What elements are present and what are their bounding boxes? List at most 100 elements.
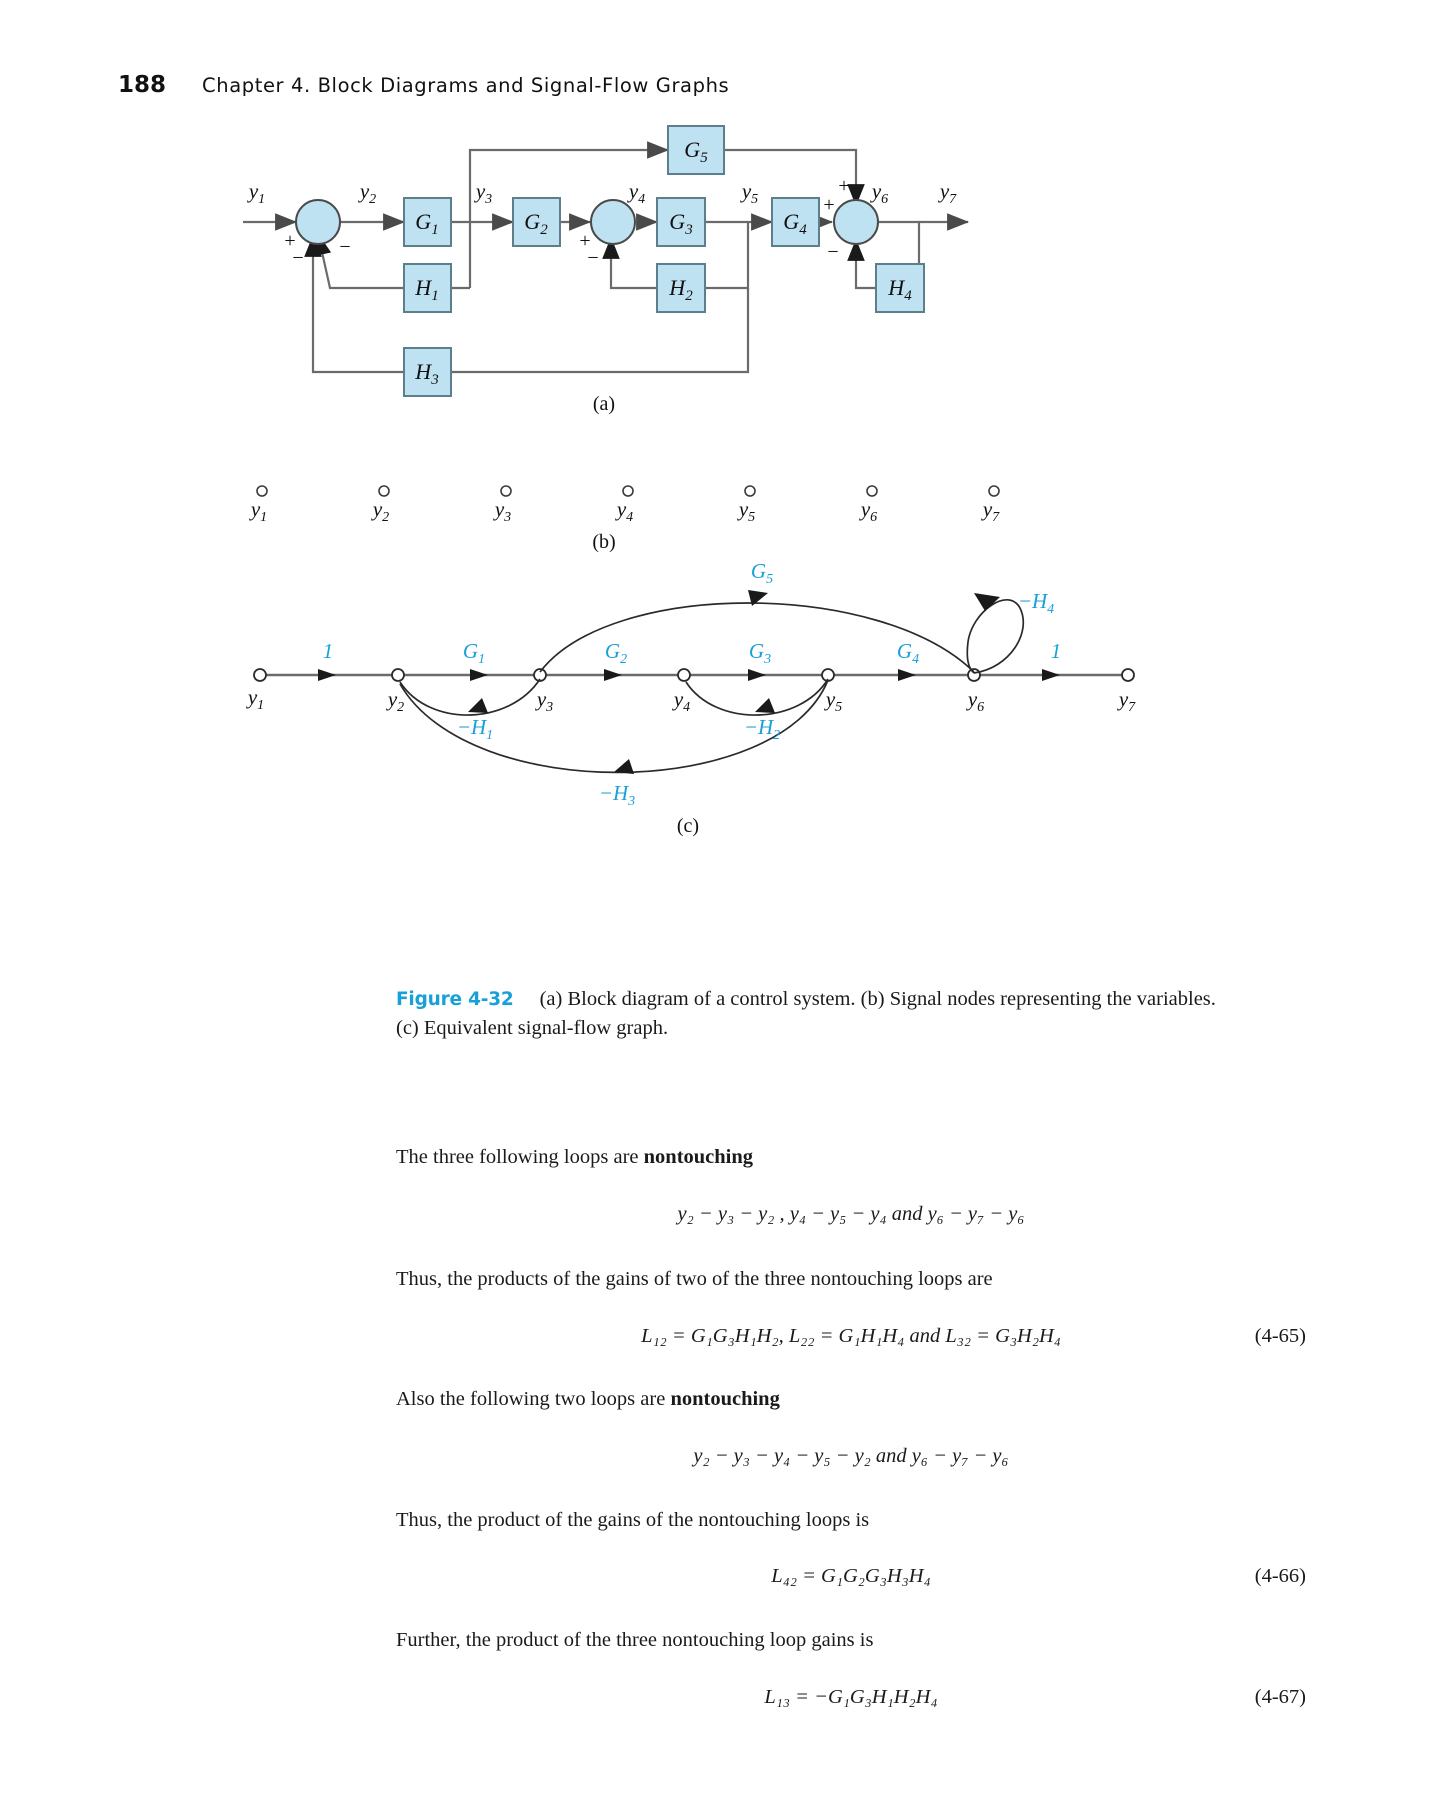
equation-number-4-67: (4-67) xyxy=(1254,1686,1306,1708)
signal-label-y3: y3 xyxy=(474,179,492,207)
block-H4 xyxy=(875,263,925,313)
node-b-y7 xyxy=(988,485,1000,497)
equation-three-loops-text: y₂ − y₃ − y₂ , y₄ − y₅ − y₄ and y₆ − y₇ … xyxy=(677,1203,1025,1225)
equation-4-66-row: L₄₂ = G₁G₂G₃H₃H₄ (4-66) xyxy=(396,1565,1306,1588)
node-label-c-y1: y1 xyxy=(246,685,264,713)
paragraph-products-two: Thus, the products of the gains of two o… xyxy=(396,1265,1306,1294)
figure-caption: Figure 4-32 (a) Block diagram of a contro… xyxy=(396,985,1304,1043)
arrow-y3-y4 xyxy=(604,669,622,681)
node-label-c-y7: y7 xyxy=(1117,687,1136,715)
paragraph-products-two-text: Thus, the products of the gains of two o… xyxy=(396,1268,993,1290)
arrow-H3 xyxy=(614,759,634,774)
gain-label-H1: −H1 xyxy=(457,715,493,743)
signal-nodes-figure-b: y1 y2 y3 y4 y5 y6 y7 (b) xyxy=(249,485,1000,553)
block-label-H1: H1 xyxy=(414,275,438,304)
arrow-y5-y6 xyxy=(898,669,916,681)
equation-two-loops: y₂ − y₃ − y₄ − y₅ − y₂ and y₆ − y₇ − y₆ xyxy=(396,1445,1306,1468)
block-G2 xyxy=(512,197,561,247)
gain-label-1-first: 1 xyxy=(323,639,334,663)
paragraph-two-loops: Also the following two loops are nontouc… xyxy=(396,1385,1306,1414)
page-number: 188 xyxy=(118,72,167,98)
arrow-H1 xyxy=(468,698,488,713)
part-c-label: (c) xyxy=(677,815,699,837)
node-label-b-y5: y5 xyxy=(737,497,755,525)
node-label-c-y3: y3 xyxy=(535,687,553,715)
block-G1 xyxy=(403,197,452,247)
paragraph-product-gains-text: Thus, the product of the gains of the no… xyxy=(396,1509,870,1531)
sign-minus-j1-a: − xyxy=(292,247,303,269)
signal-flow-graph-figure-c: y1 y2 y3 y4 y5 y6 y7 1 G1 G2 G3 G4 1 G5 … xyxy=(246,560,1136,837)
gain-label-G5: G5 xyxy=(751,560,773,587)
gain-label-H2: −H2 xyxy=(744,715,780,743)
node-b-y4 xyxy=(622,485,634,497)
summing-junction-1 xyxy=(295,199,341,245)
sign-plus-j2: + xyxy=(579,230,590,252)
branch-G5 xyxy=(539,602,975,673)
sign-minus-j2: − xyxy=(587,247,598,269)
equation-number-4-66: (4-66) xyxy=(1254,1565,1306,1587)
equation-number-4-65: (4-65) xyxy=(1254,1325,1306,1347)
equation-4-67-row: L₁₃ = −G₁G₃H₁H₂H₄ (4-67) xyxy=(396,1686,1306,1709)
node-c-y6 xyxy=(967,668,981,682)
arrow-y6-y7 xyxy=(1042,669,1060,681)
arrow-y4-y5 xyxy=(748,669,766,681)
gain-label-1-last: 1 xyxy=(1051,639,1062,663)
signal-label-y4: y4 xyxy=(627,179,645,207)
node-label-b-y3: y3 xyxy=(493,497,511,525)
sign-minus-j1-b: − xyxy=(339,236,350,258)
equation-4-66: L₄₂ = G₁G₂G₃H₃H₄ xyxy=(771,1565,931,1587)
node-label-c-y6: y6 xyxy=(966,687,984,715)
node-b-y2 xyxy=(378,485,390,497)
signal-label-y5: y5 xyxy=(740,179,758,207)
block-H3 xyxy=(403,347,452,397)
node-label-b-y1: y1 xyxy=(249,497,267,525)
node-b-y6 xyxy=(866,485,878,497)
node-b-y1 xyxy=(256,485,268,497)
paragraph-three-product: Further, the product of the three nontou… xyxy=(396,1626,1306,1655)
part-a-label: (a) xyxy=(593,393,615,415)
node-label-b-y6: y6 xyxy=(859,497,877,525)
paragraph-three-product-text: Further, the product of the three nontou… xyxy=(396,1629,874,1651)
sign-plus-j1: + xyxy=(284,230,295,252)
branch-H2 xyxy=(685,678,829,716)
block-diagram-figure-a: G5 G1 G2 G3 G4 H1 H2 H3 H4 y1 y2 y3 y4 y… xyxy=(243,125,970,415)
block-H2 xyxy=(656,263,706,313)
node-label-b-y2: y2 xyxy=(371,497,389,525)
sign-plus-j3-b: + xyxy=(838,175,849,197)
equation-three-loops: y₂ − y₃ − y₂ , y₄ − y₅ − y₄ and y₆ − y₇ … xyxy=(396,1203,1306,1226)
sign-plus-j3-a: + xyxy=(823,194,834,216)
equation-4-65-row: L₁₂ = G₁G₃H₁H₂, L₂₂ = G₁H₁H₄ and L₃₂ = G… xyxy=(396,1325,1306,1348)
node-label-b-y4: y4 xyxy=(615,497,633,525)
summing-junction-2 xyxy=(590,199,636,245)
equation-4-65: L₁₂ = G₁G₃H₁H₂, L₂₂ = G₁H₁H₄ and L₃₂ = G… xyxy=(641,1325,1061,1347)
gain-label-G2: G2 xyxy=(605,639,627,667)
branch-H1 xyxy=(399,678,541,716)
figure-label: Figure 4-32 xyxy=(396,989,514,1010)
page-header: 188 Chapter 4. Block Diagrams and Signal… xyxy=(118,72,729,98)
arrow-H2 xyxy=(755,698,775,713)
figure-caption-line2: (c) Equivalent signal-flow graph. xyxy=(396,1017,669,1039)
paragraph-three-loops-text: The three following loops are xyxy=(396,1146,644,1168)
summing-junction-3 xyxy=(833,199,879,245)
node-c-y4 xyxy=(677,668,691,682)
equation-two-loops-text: y₂ − y₃ − y₄ − y₅ − y₂ and y₆ − y₇ − y₆ xyxy=(693,1445,1009,1467)
node-c-y3 xyxy=(533,668,547,682)
part-b-label: (b) xyxy=(592,531,615,553)
gain-label-G4: G4 xyxy=(897,639,919,667)
arrow-y2-y3 xyxy=(470,669,488,681)
node-label-b-y7: y7 xyxy=(981,497,1000,525)
signal-label-y2: y2 xyxy=(358,179,376,207)
arrow-y1-y2 xyxy=(318,669,336,681)
figure-caption-line1: (a) Block diagram of a control system. (… xyxy=(539,988,1216,1010)
signal-label-y1: y1 xyxy=(247,179,265,207)
node-label-c-y4: y4 xyxy=(672,687,690,715)
chapter-title: Chapter 4. Block Diagrams and Signal-Flo… xyxy=(202,74,730,97)
gain-label-G1: G1 xyxy=(463,639,485,667)
gain-label-G3: G3 xyxy=(749,639,771,667)
node-c-y1 xyxy=(253,668,267,682)
node-c-y2 xyxy=(391,668,405,682)
paragraph-three-loops: The three following loops are nontouchin… xyxy=(396,1143,1306,1172)
paragraph-product-gains: Thus, the product of the gains of the no… xyxy=(396,1506,1306,1535)
node-label-c-y5: y5 xyxy=(824,687,842,715)
